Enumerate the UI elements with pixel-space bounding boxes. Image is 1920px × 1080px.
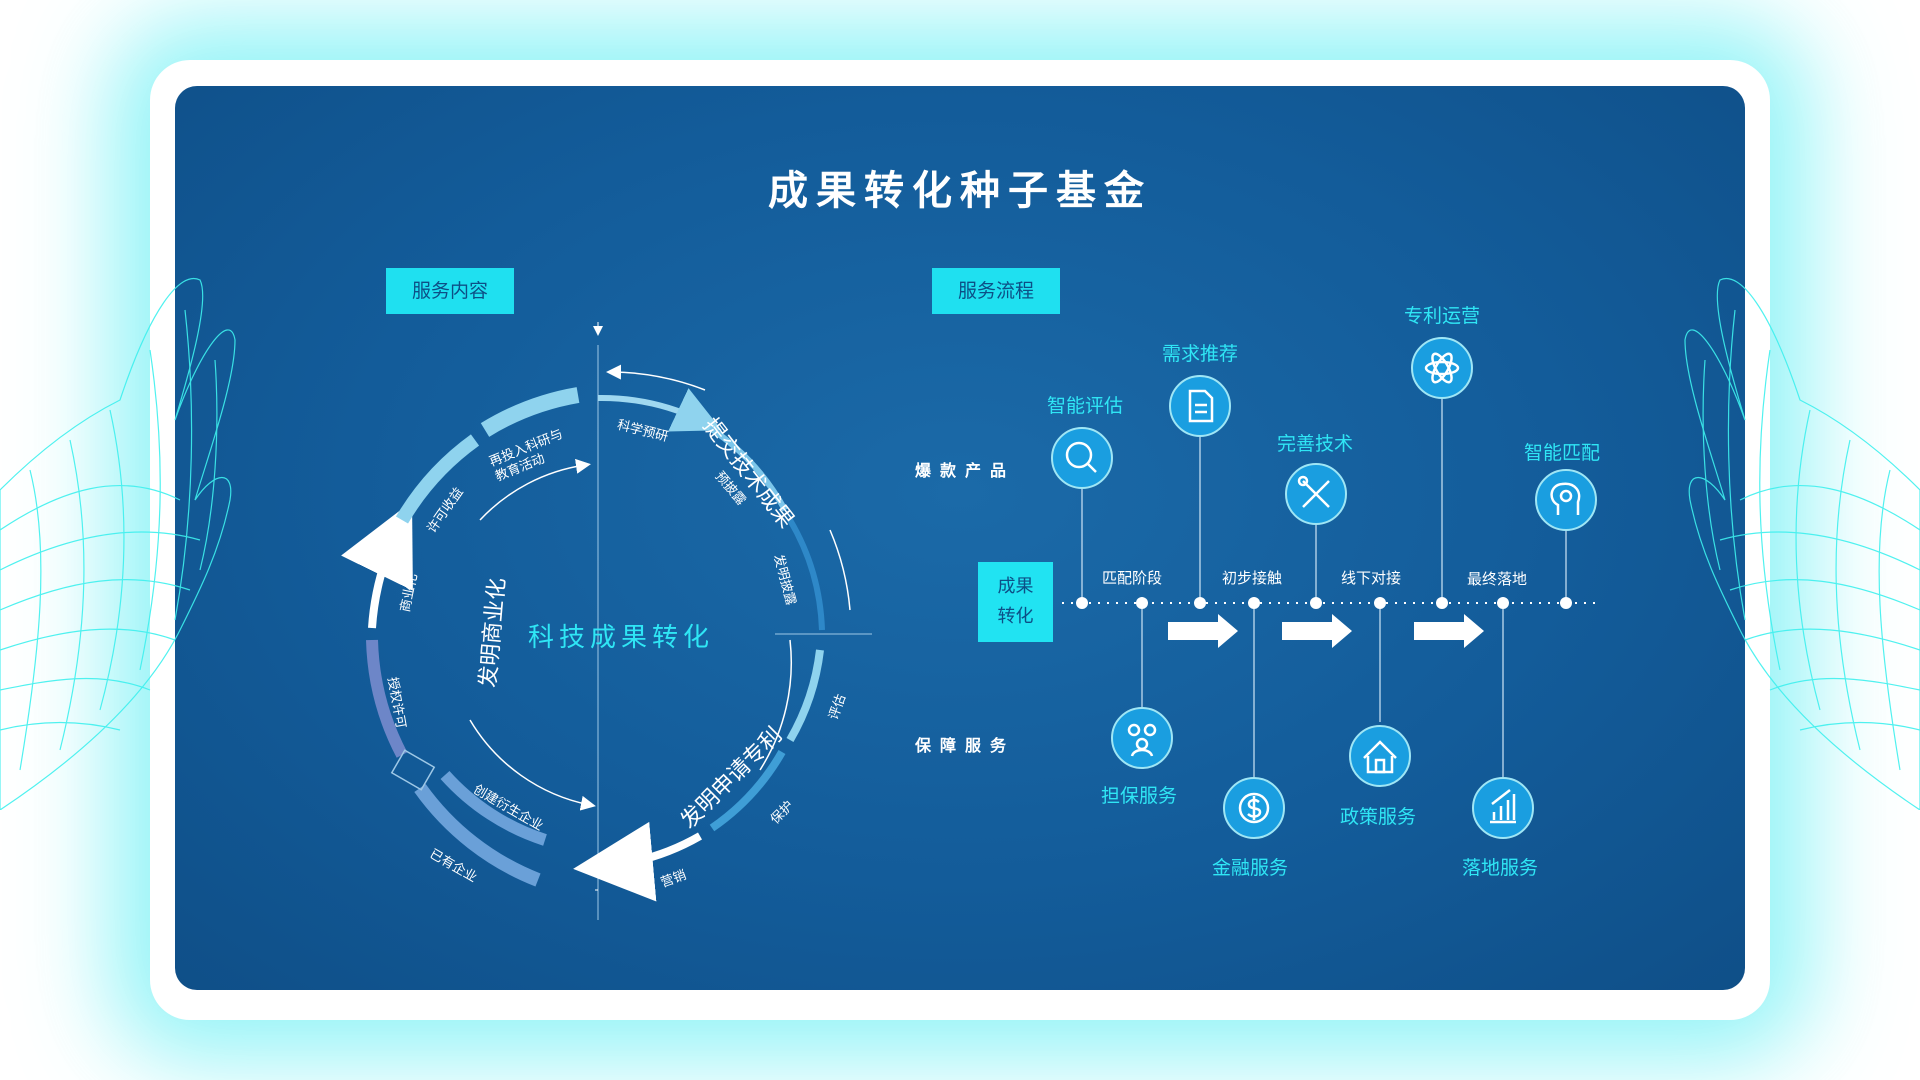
ring-segment-protect [709,750,786,832]
service-content-tag: 服务内容 [386,268,514,314]
ring-segment-disclosure [787,518,825,631]
cycle-center-label: 科技成果转化 [528,623,715,653]
flow-arrows [1168,614,1484,648]
magnifier-icon [1065,441,1097,473]
row-label-products: 爆款产品 [915,461,1016,480]
node-guarantee-service: 担保服务 [1101,785,1178,807]
house-icon [1363,740,1397,774]
stage-landing: 最终落地 [1467,570,1528,588]
brain-gear-icon [1550,482,1581,515]
row-label-services: 保障服务 [915,736,1016,755]
ring-segment-predisclosure [708,425,788,512]
node-patent-operation: 专利运营 [1404,305,1481,327]
node-demand-recommend: 需求推荐 [1162,343,1239,365]
left-hand-wireframe-icon [0,277,236,810]
node-policy-service: 政策服务 [1340,806,1417,828]
node-landing-service: 落地服务 [1462,857,1539,879]
ring-segment-evaluate [786,649,824,743]
node-finance-service: 金融服务 [1212,857,1289,879]
node-improve-tech: 完善技术 [1277,433,1354,455]
main-panel [175,86,1745,990]
stage-matching: 匹配阶段 [1102,569,1163,587]
tools-icon [1297,475,1330,508]
conversion-box: 成果转化 [978,562,1053,642]
node-smart-evaluation: 智能评估 [1047,395,1124,417]
ring-segment-reinvest [480,387,580,437]
atom-icon [1424,352,1460,384]
stage-offline: 线下对接 [1341,569,1402,587]
document-icon [1188,389,1214,423]
people-icon [1127,723,1157,757]
service-process-tag: 服务流程 [932,268,1060,314]
page-title: 成果转化种子基金 [768,168,1152,214]
ring-segment-spinoff [440,770,547,846]
stage-contact: 初步接触 [1222,569,1283,587]
timeline-dots [1076,597,1572,609]
ring-segment-licensing [366,639,408,758]
ring-segment-existing-company [414,783,541,887]
growth-chart-icon [1490,789,1516,824]
ring-segment-license-income [395,434,480,524]
dollar-icon [1238,792,1270,824]
right-hand-wireframe-icon [1684,277,1920,810]
ring-segment-research [597,388,722,432]
ring-segment-commercialize [341,501,413,629]
conversion-box-label: 成果转化 [997,576,1034,627]
node-smart-matching: 智能匹配 [1524,442,1601,464]
ring-segment-marketing [573,821,702,902]
